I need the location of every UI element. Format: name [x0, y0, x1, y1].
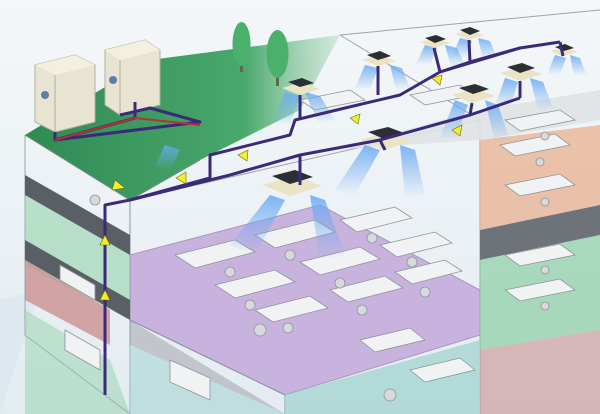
flow-arrow-icon	[451, 124, 463, 137]
ceiling-cassette-icon	[362, 51, 396, 66]
indoor-units	[262, 27, 578, 196]
tree-icon	[266, 30, 289, 86]
flow-arrow-icon	[99, 234, 111, 246]
flow-arrow-icon	[111, 179, 126, 191]
ceiling-cassette-icon	[500, 63, 542, 81]
flow-arrow-icon	[175, 171, 187, 185]
flow-arrow-icon	[237, 149, 249, 162]
ceiling-cassette-icon	[420, 35, 450, 48]
tree-icon	[232, 22, 251, 72]
background-glare	[0, 290, 40, 414]
trees	[232, 22, 289, 86]
flow-arrows	[99, 74, 463, 301]
outdoor-unit-icon	[34, 54, 96, 133]
office-furniture	[59, 84, 577, 401]
ceiling-cassette-icon	[452, 84, 495, 103]
airflow-plumes	[155, 38, 586, 260]
flow-arrow-icon	[431, 74, 443, 86]
ceiling-cassette-icon	[455, 27, 484, 40]
ceiling-cassette-icon	[262, 170, 322, 196]
outdoor-units	[34, 39, 161, 133]
ceiling-cassette-icon	[360, 127, 412, 150]
roof-pipe-run	[54, 116, 201, 141]
flow-arrow-icon	[349, 113, 361, 125]
office-chairs	[89, 131, 550, 402]
ceiling-cassette-icon	[282, 78, 320, 95]
flow-arrow-icon	[99, 289, 111, 301]
outdoor-unit-icon	[104, 39, 161, 116]
